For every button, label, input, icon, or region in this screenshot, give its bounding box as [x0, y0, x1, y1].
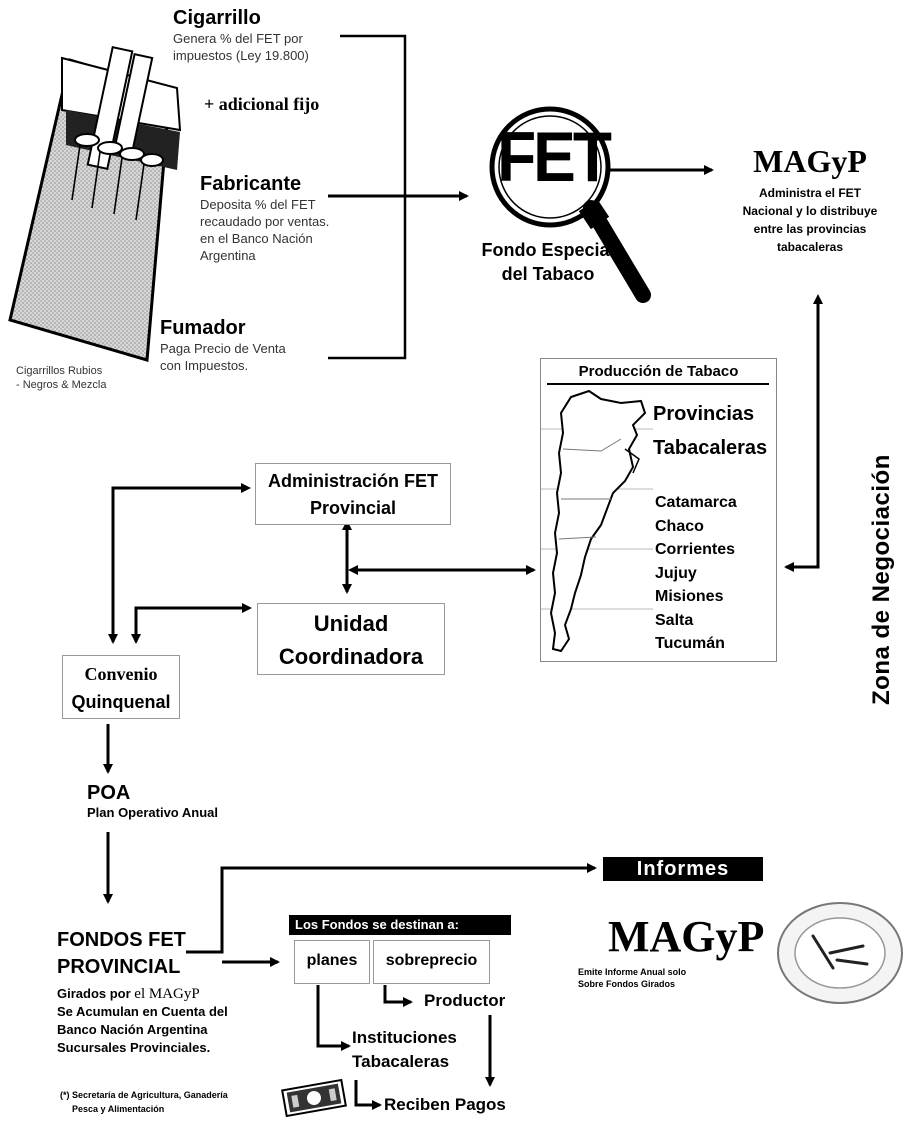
- province-item: Catamarca: [655, 494, 737, 511]
- fumador-line2: con Impuestos.: [160, 358, 249, 373]
- magyp-bottom-line1: Emite Informe Anual solo: [578, 967, 687, 977]
- magyp-top-line4: tabacaleras: [776, 240, 844, 254]
- cigarrillo-title: Cigarrillo: [173, 7, 261, 29]
- admin-convenio-arrow: [108, 483, 251, 644]
- cigarrillo-block: Cigarrillo Genera % del FET por impuesto…: [173, 6, 309, 64]
- fet-caption-line2: del Tabaco: [501, 264, 595, 284]
- poa-subtitle: Plan Operativo Anual: [87, 805, 218, 820]
- cigarrillo-desc-line2: impuestos (Ley 19.800): [173, 48, 309, 63]
- magyp-top-line1: Administra el FET: [758, 186, 862, 200]
- magyp-bottom-title: MAGyP: [608, 912, 765, 961]
- province-item: Corrientes: [655, 541, 736, 558]
- fabricante-line4: Argentina: [200, 248, 256, 263]
- zona-double-arrow: [784, 294, 823, 572]
- planes-inst-arrow: [316, 985, 351, 1051]
- planes-label: planes: [306, 952, 358, 969]
- fumador-line1: Paga Precio de Venta: [160, 341, 286, 356]
- provincias-heading-line1: Provincias: [653, 403, 755, 425]
- magyp-top-line3: entre las provincias: [753, 222, 867, 236]
- adicional-fijo: + adicional fijo: [204, 94, 320, 114]
- cigarrillo-desc-line1: Genera % del FET por: [173, 31, 303, 46]
- fet-caption: Fondo Especial del Tabaco: [458, 238, 638, 286]
- fabricante-block: Fabricante Deposita % del FET recaudado …: [200, 172, 329, 264]
- admin-fet-line2: Provincial: [309, 498, 397, 518]
- fabricante-line1: Deposita % del FET: [200, 197, 316, 212]
- sobreprecio-box: sobreprecio: [373, 940, 490, 984]
- province-item: Tucumán: [655, 635, 725, 652]
- unidad-coordinadora-box: Unidad Coordinadora: [257, 603, 445, 675]
- admin-fet-line1: Administración FET: [267, 471, 438, 491]
- province-item: Salta: [655, 611, 694, 629]
- fondos-fet-block: FONDOS FET PROVINCIAL Girados por el MAG…: [57, 927, 228, 1057]
- produccion-panel: Producción de Tabaco Provincias Tabacale…: [540, 358, 777, 662]
- provincias-heading: Provincias Tabacaleras: [653, 397, 767, 465]
- convenio-box: Convenio Quinquenal: [62, 655, 180, 719]
- poa-title: POA: [87, 782, 131, 804]
- cigarette-pack-illustration: [8, 46, 182, 362]
- argentina-map-icon: [541, 389, 653, 653]
- reciben-pagos-label: Reciben Pagos: [384, 1095, 506, 1114]
- province-item: Jujuy: [655, 564, 697, 582]
- province-item: Misiones: [655, 588, 724, 605]
- inst-reciben-arrow: [354, 1080, 382, 1110]
- sobreprecio-productor-arrow: [383, 985, 413, 1007]
- magyp-top-line2: Nacional y lo distribuye: [742, 204, 878, 218]
- fondos-fet-line2: PROVINCIAL: [57, 956, 181, 978]
- footnote-line2: Pesca y Alimentación: [72, 1104, 165, 1114]
- planes-box: planes: [294, 940, 370, 984]
- fondos-fet-desc1-serif: el MAGyP: [134, 986, 200, 1002]
- unidad-line1: Unidad: [313, 611, 389, 636]
- magyp-top-title: MAGyP: [753, 143, 867, 179]
- produccion-title-rule: [547, 383, 769, 385]
- fumador-title: Fumador: [160, 317, 246, 339]
- poa-block: POA Plan Operativo Anual: [87, 781, 218, 821]
- unidad-line2: Coordinadora: [278, 644, 424, 669]
- unidad-convenio-arrow: [131, 603, 252, 644]
- productor-label: Productor: [424, 991, 506, 1010]
- fabricante-line2: recaudado por ventas.: [200, 214, 330, 229]
- footnote: (*) Secretaría de Agricultura, Ganadería…: [60, 1088, 228, 1116]
- fondos-fet-desc1-pre: Girados por: [57, 986, 135, 1001]
- magnifier-icon: [489, 106, 651, 303]
- produccion-title: Producción de Tabaco: [578, 363, 739, 380]
- province-list: Catamarca Chaco Corrientes Jujuy Misione…: [655, 491, 737, 656]
- zona-negociacion-label: Zona de Negociación: [868, 454, 895, 705]
- fet-caption-line1: Fondo Especial: [481, 240, 615, 260]
- fondos-fet-desc4: Sucursales Provinciales.: [57, 1040, 211, 1055]
- instituciones-line1: Instituciones: [352, 1028, 457, 1047]
- convenio-line2: Quinquenal: [71, 692, 171, 712]
- instituciones-label: Instituciones Tabacaleras: [352, 1026, 457, 1074]
- fondos-fet-line1: FONDOS FET: [57, 929, 186, 951]
- fondos-fet-desc3: Banco Nación Argentina: [57, 1022, 208, 1037]
- fet-logo-text: FET: [497, 117, 612, 197]
- instituciones-line2: Tabacaleras: [352, 1052, 450, 1071]
- footnote-line1: (*) Secretaría de Agricultura, Ganadería: [60, 1090, 228, 1100]
- magyp-top-desc: Administra el FET Nacional y lo distribu…: [720, 184, 900, 256]
- fabricante-line3: en el Banco Nación: [200, 231, 313, 246]
- fondos-informes-arrow: [186, 863, 597, 954]
- magyp-bottom-desc: Emite Informe Anual solo Sobre Fondos Gi…: [578, 966, 686, 990]
- fumador-block: Fumador Paga Precio de Venta con Impuest…: [160, 316, 286, 374]
- convenio-line1: Convenio: [84, 664, 158, 684]
- fabricante-title: Fabricante: [200, 173, 302, 195]
- informes-label: Informes: [603, 857, 763, 881]
- fondos-destino-header: Los Fondos se destinan a:: [289, 915, 511, 935]
- money-icon: [281, 1078, 347, 1118]
- cigarettes-caption-line2: - Negros & Mezcla: [16, 379, 107, 391]
- sobreprecio-label: sobreprecio: [385, 952, 478, 969]
- admin-fet-box: Administración FET Provincial: [255, 463, 451, 525]
- fondos-fet-desc2: Se Acumulan en Cuenta del: [57, 1004, 228, 1019]
- cigarettes-caption: Cigarrillos Rubios - Negros & Mezcla: [16, 364, 106, 392]
- cigarettes-caption-line1: Cigarrillos Rubios: [16, 365, 103, 377]
- provincias-heading-line2: Tabacaleras: [653, 437, 768, 459]
- magyp-bottom-line2: Sobre Fondos Girados: [578, 979, 676, 989]
- ashtray-icon: [777, 902, 903, 1004]
- province-item: Chaco: [655, 517, 704, 535]
- fondos-fet-desc1: Girados por el MAGyP: [57, 985, 228, 1003]
